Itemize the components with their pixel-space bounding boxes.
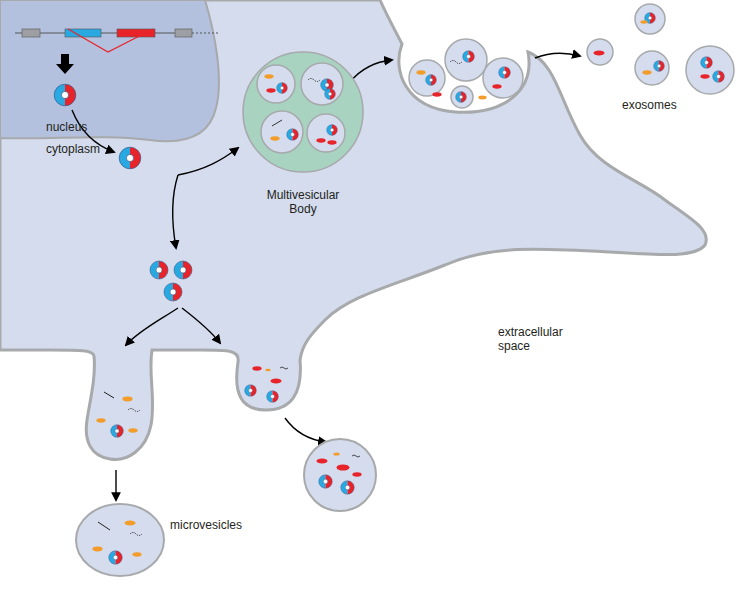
- cell: [0, 0, 706, 459]
- vesicle-body: Multivesicular Body: [240, 50, 366, 220]
- microvesicles: [76, 439, 376, 576]
- region-label: extracellular space: [498, 325, 578, 353]
- region-label: microvesicles: [170, 518, 242, 532]
- multivesicular-body: [243, 52, 363, 172]
- node-label: Multivesicular Body: [257, 188, 349, 216]
- gene: [15, 29, 220, 74]
- region-label: nucleus: [46, 120, 87, 134]
- nucleus: [0, 0, 219, 141]
- region-label: cytoplasm: [46, 142, 100, 156]
- arrows: [72, 53, 580, 500]
- region-label: exosomes: [622, 98, 677, 112]
- microvesicle-cargo: [96, 366, 288, 437]
- exosomes: [587, 4, 734, 94]
- exosome-pocket: [409, 39, 523, 108]
